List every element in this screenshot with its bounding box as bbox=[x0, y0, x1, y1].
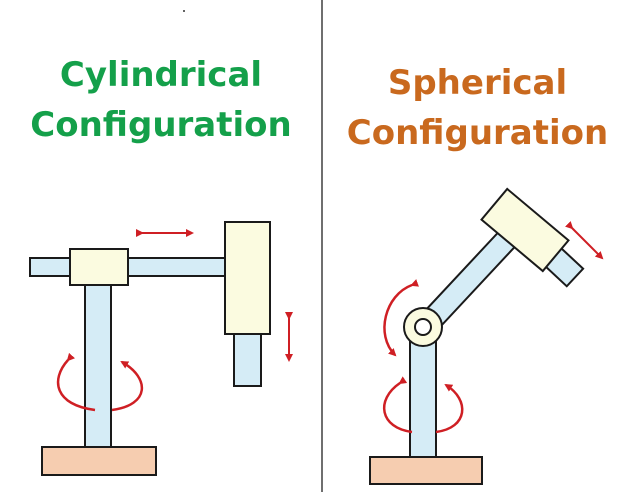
spherical-pivot-joint bbox=[403, 307, 443, 347]
rotation-arrow-icon bbox=[56, 352, 143, 412]
spherical-head bbox=[480, 187, 570, 273]
spherical-base bbox=[369, 456, 483, 485]
cylindrical-title-line1: Cylindrical bbox=[59, 55, 263, 95]
cylindrical-carriage bbox=[69, 248, 129, 286]
rotation-arrow-icon bbox=[382, 376, 464, 434]
rotation-arrow-icon bbox=[383, 279, 420, 357]
spherical-panel: Spherical Configuration bbox=[323, 0, 632, 492]
cylindrical-panel: Cylindrical Configuration bbox=[0, 50, 322, 476]
spherical-column bbox=[409, 329, 437, 458]
linear-motion-arrow-icon bbox=[564, 220, 604, 260]
cylindrical-title-line2: Configuration bbox=[30, 105, 292, 145]
spherical-title: Spherical Configuration bbox=[323, 58, 632, 158]
cylindrical-title: Cylindrical Configuration bbox=[0, 50, 322, 150]
spherical-robot-diagram bbox=[369, 187, 604, 485]
cylindrical-end-effector bbox=[233, 333, 262, 387]
cylindrical-wrist bbox=[224, 221, 271, 335]
cylindrical-base bbox=[41, 446, 157, 476]
spherical-title-line1: Spherical bbox=[387, 63, 568, 103]
panel-divider bbox=[321, 0, 323, 492]
cylindrical-column bbox=[84, 277, 112, 448]
spherical-title-line2: Configuration bbox=[346, 113, 609, 153]
speck bbox=[183, 10, 185, 12]
cylindrical-robot-diagram bbox=[29, 221, 293, 476]
